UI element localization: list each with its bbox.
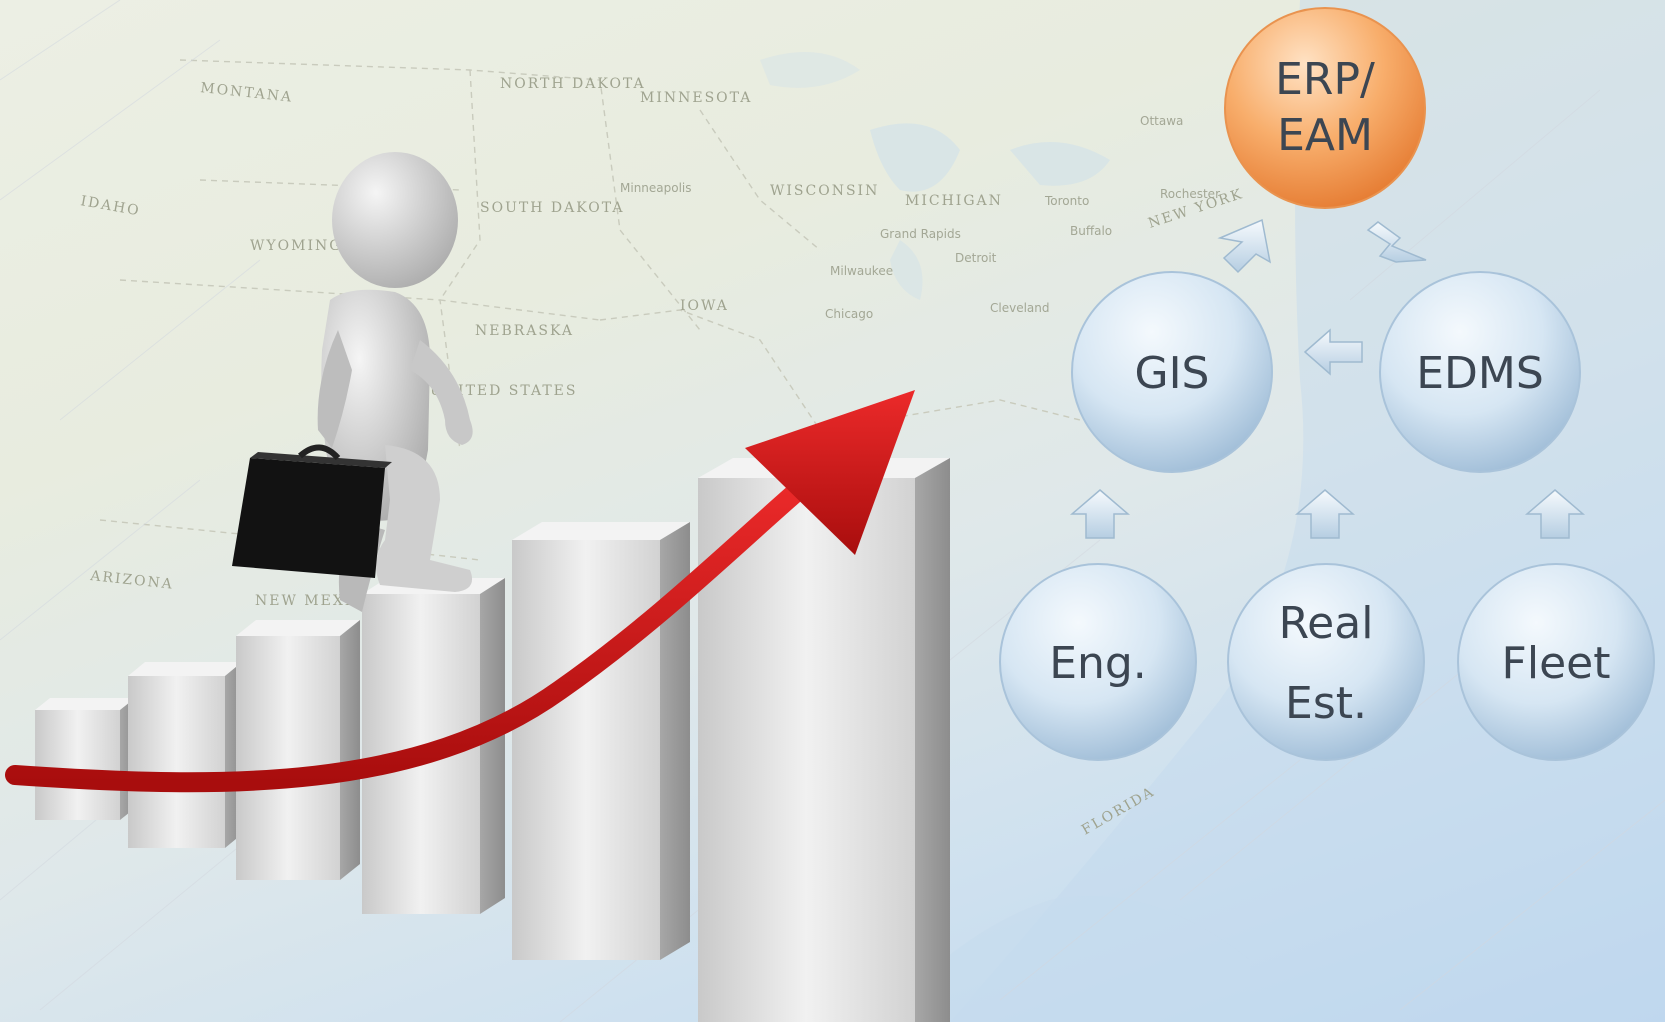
businessman-figure bbox=[232, 152, 473, 612]
map-state-label: ARIZONA bbox=[89, 568, 175, 593]
node-erp-eam: ERP/ EAM bbox=[1224, 7, 1426, 209]
arrow-erp-to-edms-icon bbox=[1366, 221, 1427, 263]
node-erp-line2: EAM bbox=[1277, 110, 1373, 161]
node-real-line2: Est. bbox=[1285, 678, 1367, 729]
arrow-real-to-edms-icon bbox=[1294, 489, 1356, 539]
gulf-shape bbox=[880, 896, 1250, 1022]
map-state-label: WISCONSIN bbox=[770, 183, 879, 199]
node-gis: GIS bbox=[1071, 271, 1273, 473]
map-city-label: Detroit bbox=[955, 251, 997, 265]
bar bbox=[128, 662, 242, 848]
bar bbox=[512, 522, 690, 960]
node-gis-label: GIS bbox=[1134, 348, 1209, 399]
map-state-label: IOWA bbox=[680, 298, 729, 314]
bar bbox=[698, 458, 950, 1022]
map-state-label: MICHIGAN bbox=[905, 193, 1003, 209]
map-state-label: UNITED STATES bbox=[430, 383, 577, 399]
map-city-label: Cleveland bbox=[990, 301, 1050, 315]
node-real-line1: Real bbox=[1279, 598, 1374, 649]
node-fleet-label: Fleet bbox=[1502, 638, 1611, 689]
map-city-label: Milwaukee bbox=[830, 264, 893, 278]
node-edms-label: EDMS bbox=[1416, 348, 1544, 399]
node-fleet: Fleet bbox=[1457, 563, 1655, 761]
bar bbox=[35, 698, 135, 820]
map-state-label: IDAHO bbox=[79, 193, 141, 219]
arrow-eng-to-gis-icon bbox=[1069, 489, 1131, 539]
map-state-label: MINNESOTA bbox=[640, 90, 752, 106]
lake-shape bbox=[1010, 142, 1110, 186]
lake-shape bbox=[760, 52, 860, 88]
node-eng: Eng. bbox=[999, 563, 1197, 761]
map-city-label: Buffalo bbox=[1070, 224, 1112, 238]
connector-arrows bbox=[1069, 218, 1586, 539]
bar bbox=[236, 620, 360, 880]
arrow-gis-to-erp-icon bbox=[1217, 218, 1272, 274]
map-city-label: Rochester bbox=[1160, 187, 1220, 201]
map-city-label: Grand Rapids bbox=[880, 227, 961, 241]
node-edms: EDMS bbox=[1379, 271, 1581, 473]
map-state-label: NORTH DAKOTA bbox=[500, 76, 646, 92]
map-city-label: Minneapolis bbox=[620, 181, 692, 195]
map-city-label: Toronto bbox=[1044, 194, 1089, 208]
integration-diagram: ERP/ EAM GIS EDMS Eng. Real Est. Fleet bbox=[999, 7, 1655, 761]
growth-bars-illustration bbox=[5, 152, 950, 1022]
lake-shape bbox=[870, 123, 960, 192]
map-city-label: Ottawa bbox=[1140, 114, 1183, 128]
node-erp-line1: ERP/ bbox=[1275, 54, 1375, 105]
arrow-edms-to-gis-icon bbox=[1303, 328, 1363, 376]
map-state-label: MONTANA bbox=[200, 80, 294, 106]
map-state-label: WYOMING bbox=[250, 238, 342, 254]
growth-arrow bbox=[5, 390, 915, 793]
lake-shape bbox=[890, 240, 923, 300]
map-city-label: Chicago bbox=[825, 307, 873, 321]
node-eng-label: Eng. bbox=[1049, 638, 1147, 689]
node-real-estate: Real Est. bbox=[1227, 563, 1425, 761]
map-state-label: NEBRASKA bbox=[475, 323, 574, 339]
map-state-label: SOUTH DAKOTA bbox=[480, 200, 624, 216]
arrow-fleet-to-edms-icon bbox=[1524, 489, 1586, 539]
